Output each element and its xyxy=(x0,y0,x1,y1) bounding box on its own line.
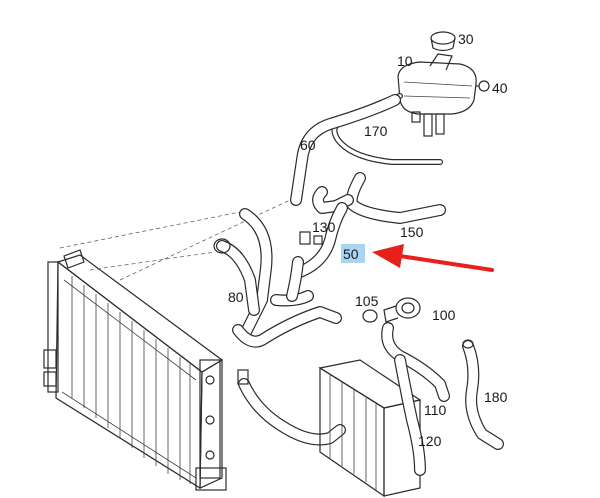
label-110: 110 xyxy=(424,402,447,418)
label-50-highlight xyxy=(341,244,365,263)
expansion-tank xyxy=(397,31,490,137)
label-120: 120 xyxy=(418,433,442,449)
radiator xyxy=(43,249,227,491)
leader-lines xyxy=(59,199,291,281)
heater-feed-pipe xyxy=(237,369,346,446)
thermostat-housing-100 xyxy=(383,297,421,323)
label-30: 30 xyxy=(458,31,474,47)
hose-60 xyxy=(290,94,401,206)
label-60: 60 xyxy=(300,137,316,153)
label-130: 130 xyxy=(312,219,336,235)
hose-150 xyxy=(312,172,446,224)
hose-80 xyxy=(213,208,273,338)
hose-120 xyxy=(394,354,426,476)
o-ring-105 xyxy=(362,309,378,323)
pointer-arrow xyxy=(372,244,494,272)
label-80: 80 xyxy=(228,289,244,305)
label-150: 150 xyxy=(400,224,424,240)
connector-130 xyxy=(299,231,323,245)
hose-50 xyxy=(294,202,348,278)
label-170: 170 xyxy=(364,123,388,139)
label-10: 10 xyxy=(397,53,413,69)
label-40: 40 xyxy=(492,80,508,96)
label-105: 105 xyxy=(355,293,379,309)
label-180: 180 xyxy=(484,389,508,405)
radiator-core xyxy=(61,276,197,484)
label-50: 50 xyxy=(343,246,359,262)
part-labels: 30 10 40 170 60 130 150 50 80 105 100 18… xyxy=(228,31,508,449)
lower-hose xyxy=(232,256,342,348)
label-100: 100 xyxy=(432,307,456,323)
hose-180 xyxy=(462,339,504,450)
